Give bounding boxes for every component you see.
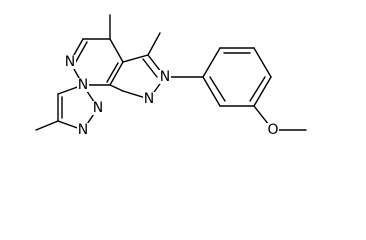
atom-n-triazole-1: N <box>77 122 89 138</box>
atom-label: N <box>78 77 88 93</box>
atom-labels: N N N N N N O <box>64 54 279 138</box>
bond <box>202 47 221 78</box>
atom-label: O <box>267 122 278 138</box>
atom-label: N <box>144 91 154 107</box>
chemical-structure-diagram: N N N N N N O <box>35 14 307 138</box>
bond <box>109 61 124 86</box>
atom-label: N <box>65 54 75 70</box>
bond <box>253 76 272 107</box>
bond <box>35 120 59 131</box>
atom-n-pyrazole-2: N <box>143 91 155 107</box>
bond <box>73 41 88 66</box>
bond <box>209 76 226 102</box>
bond <box>202 76 221 107</box>
bond <box>122 54 149 63</box>
atom-n-pyrazole-aryl: N <box>159 69 171 85</box>
bond <box>142 58 158 78</box>
atom-n-triazole-2: N <box>92 100 104 116</box>
atom-n-bridge: N <box>77 77 89 93</box>
bond <box>249 76 266 102</box>
bond <box>106 62 119 83</box>
atom-label: N <box>78 122 88 138</box>
bond <box>109 84 124 92</box>
atom-o-methoxy: O <box>267 122 279 138</box>
atom-label: N <box>160 69 170 85</box>
atom-n-pyridazine: N <box>64 54 76 70</box>
bond <box>147 32 161 56</box>
bond <box>109 38 124 63</box>
bond <box>253 47 272 78</box>
atom-label: N <box>93 100 103 116</box>
